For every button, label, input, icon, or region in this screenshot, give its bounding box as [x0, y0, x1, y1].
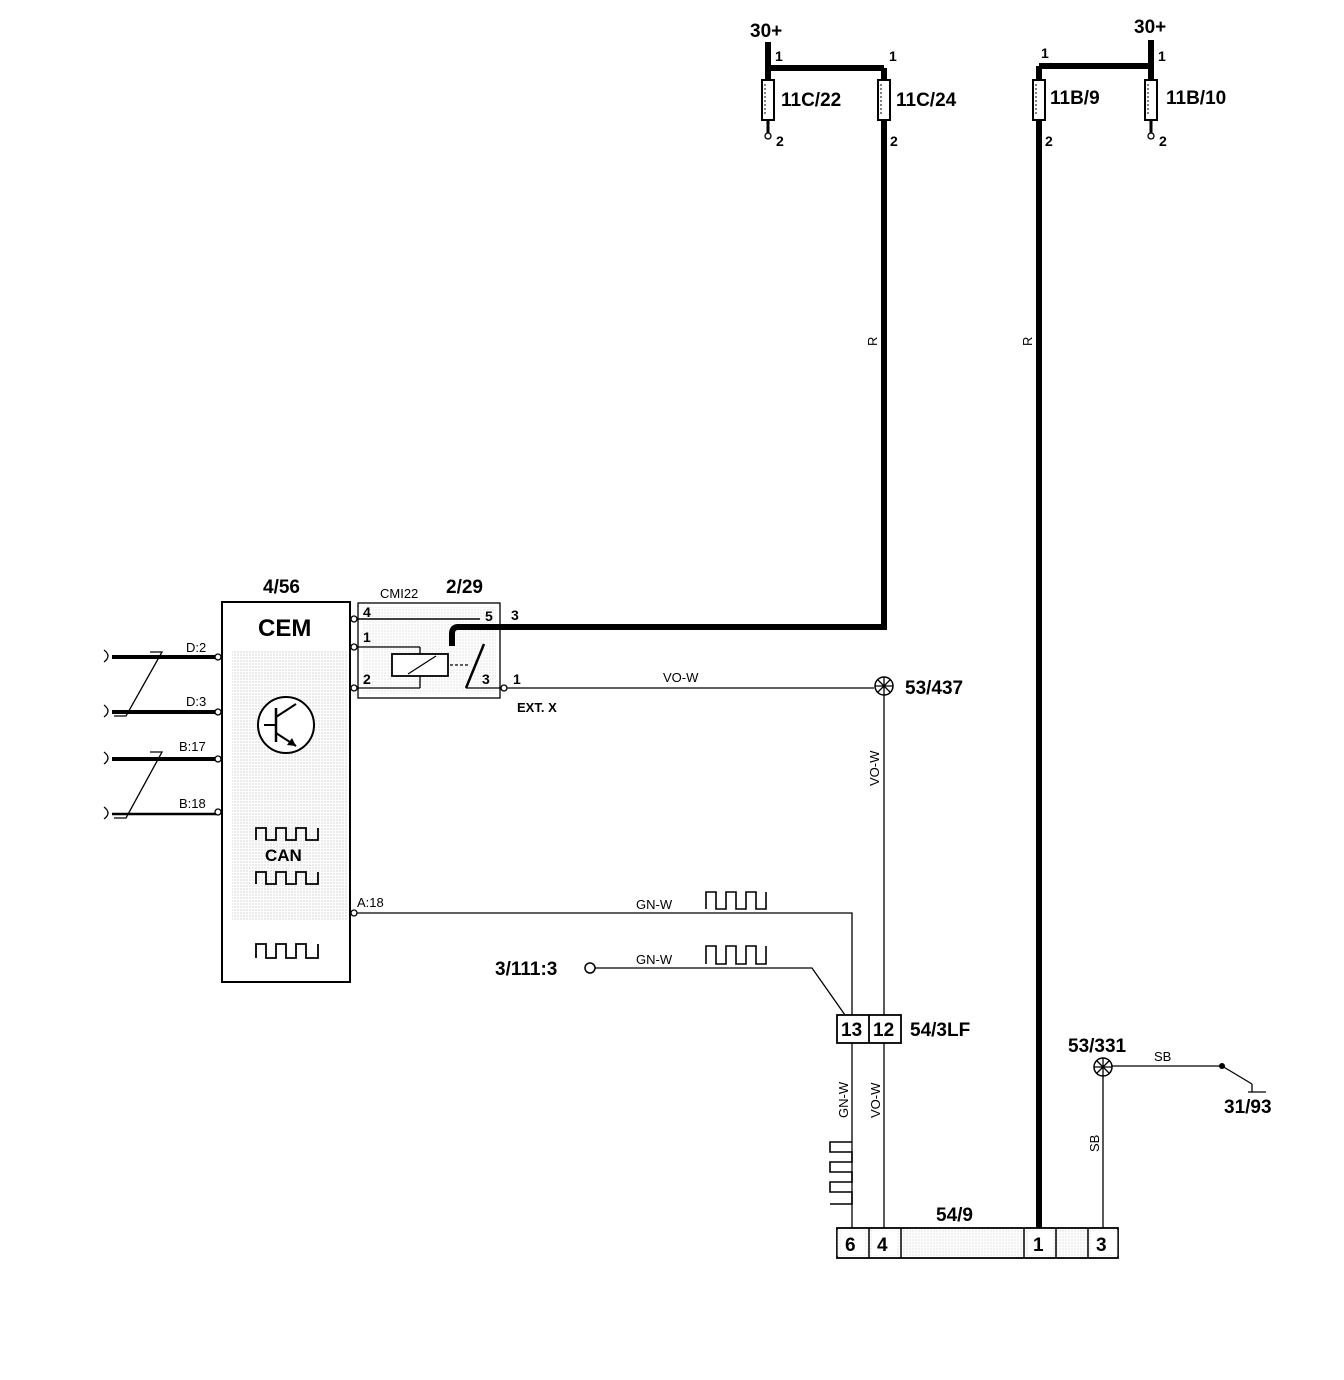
cem-pin-d2-label: D:2: [186, 640, 206, 655]
supply-label-right: 30+: [1134, 17, 1166, 38]
fuse-11c-22-label: 11C/22: [781, 90, 841, 111]
fuse-11b-10-label: 11B/10: [1166, 88, 1226, 109]
relay-pin-3: 3: [482, 671, 490, 687]
fuse-11b-10-pin2: 2: [1159, 133, 1167, 149]
twist-b17-b18: [114, 751, 164, 819]
wire-gn-w-lower[interactable]: [595, 967, 846, 1016]
waveform-icon-bottom: [255, 943, 319, 959]
fuse-11c-24-pin1: 1: [889, 48, 897, 64]
fuse-11b-9-label: 11B/9: [1050, 88, 1100, 109]
connector-54-3lf-pin-12: 12: [873, 1020, 894, 1041]
relay-ext-label: EXT. X: [517, 700, 557, 715]
transistor-icon: [257, 696, 315, 754]
wire-vo-w-label-h: VO-W: [663, 670, 699, 685]
cem-pin-d3[interactable]: D:3: [103, 694, 222, 718]
splice-53-331[interactable]: 53/331: [1068, 1036, 1127, 1077]
twist-d2-d3: [114, 651, 164, 717]
relay-contact-feed: [449, 624, 500, 646]
wire-vo-w-label-lower-v: VO-W: [868, 1082, 883, 1118]
cem-name: CEM: [258, 615, 311, 642]
wire-gn-w-upper[interactable]: [357, 912, 853, 1015]
connector-54-3lf-label: 54/3LF: [910, 1020, 970, 1041]
cem-pin-d3-label: D:3: [186, 694, 206, 709]
fuse-11b-10-pin1: 1: [1158, 48, 1166, 64]
connector-54-9[interactable]: 54/9 6 4 1 3: [836, 1205, 1119, 1259]
splice-53-437[interactable]: 53/437: [874, 676, 963, 699]
waveform-icon-vertical: [829, 1141, 853, 1205]
ground-label: 31/93: [1224, 1097, 1272, 1118]
fuse-11c-24-label: 11C/24: [896, 90, 957, 111]
wire-gn-w-label-v: GN-W: [836, 1081, 851, 1118]
cem-pin-b18-label: B:18: [179, 796, 206, 811]
wire-sb-label-v: SB: [1087, 1135, 1102, 1152]
ext-ref-label: 3/111:3: [495, 959, 557, 980]
fuse-11c-22-pin2: 2: [776, 133, 784, 149]
fuse-group-right: 30+ 1 2 11B/9 1 2 11B/10: [1032, 17, 1226, 149]
fuse-11b-9-pin1: 1: [1041, 45, 1049, 61]
can-label: CAN: [265, 846, 302, 865]
splice-53-437-label: 53/437: [905, 678, 963, 699]
connector-54-9-pin-1: 1: [1033, 1235, 1044, 1256]
wire-r-label-left: R: [865, 337, 880, 346]
fuse-11c-22[interactable]: 1 2 11C/22: [761, 48, 841, 149]
ground-icon: [1219, 1063, 1266, 1093]
relay-switch-contact: [464, 643, 486, 689]
can-waveform-icon-lower: [255, 871, 319, 885]
waveform-icon-upper-wire: [705, 891, 767, 910]
connector-54-9-pin-3: 3: [1096, 1235, 1107, 1256]
can-waveform-icon-upper: [255, 827, 319, 841]
connector-54-9-label: 54/9: [936, 1205, 973, 1226]
wire-r-relay-feed[interactable]: [500, 120, 887, 630]
cem-pin-d2[interactable]: D:2: [103, 640, 222, 663]
cem-pin-a18-label: A:18: [357, 895, 384, 910]
relay-ref: 2/29: [446, 577, 483, 598]
ext-ref-3-111[interactable]: 3/111:3: [495, 959, 596, 980]
wire-vo-w-label-v: VO-W: [867, 750, 882, 786]
connector-54-3lf-pin-13: 13: [841, 1020, 862, 1041]
waveform-icon-lower-wire: [705, 945, 767, 965]
cem-pin-b18[interactable]: B:18: [103, 796, 222, 820]
cem-pin-b17[interactable]: B:17: [103, 739, 222, 765]
fuse-11c-24-pin2: 2: [890, 133, 898, 149]
wire-r-label-right: R: [1020, 337, 1035, 346]
fuse-11b-10[interactable]: 1 2 11B/10: [1144, 48, 1226, 149]
relay-2-29[interactable]: CMI22 2/29 4 1 2 5 3: [350, 577, 501, 699]
relay-pin-1: 1: [363, 629, 371, 645]
fuse-11b-9[interactable]: 1 2 11B/9: [1032, 45, 1100, 149]
relay-connector-label: CMI22: [380, 586, 418, 601]
wire-gn-w-label-upper: GN-W: [636, 897, 673, 912]
connector-54-3lf[interactable]: 13 12 54/3LF: [836, 1014, 970, 1044]
fuse-group-left: 30+ 1 2 11C/22 1 2 11C/24: [750, 21, 957, 149]
wire-sb-label-h: SB: [1154, 1049, 1171, 1064]
relay-pin-4: 4: [363, 604, 371, 620]
relay-out-pin-3: 3: [511, 607, 519, 623]
fuse-11b-9-pin2: 2: [1045, 133, 1053, 149]
relay-out-pin-1: 1: [513, 671, 521, 687]
relay-coil-icon: [391, 647, 449, 688]
fuse-11c-24[interactable]: 1 2 11C/24: [877, 48, 957, 149]
splice-53-331-label: 53/331: [1068, 1036, 1127, 1057]
connector-54-9-pin-4: 4: [877, 1235, 888, 1256]
relay-pin-5: 5: [485, 608, 493, 624]
supply-label-left: 30+: [750, 21, 782, 42]
cem-ref: 4/56: [263, 577, 300, 598]
relay-pin-2: 2: [363, 671, 371, 687]
wire-gn-w-label-lower: GN-W: [636, 952, 673, 967]
cem-pin-b17-label: B:17: [179, 739, 206, 754]
connector-54-9-pin-6: 6: [845, 1235, 856, 1256]
cem-module[interactable]: 4/56 CEM CAN D:2: [103, 577, 384, 983]
fuse-11c-22-pin1: 1: [775, 48, 783, 64]
